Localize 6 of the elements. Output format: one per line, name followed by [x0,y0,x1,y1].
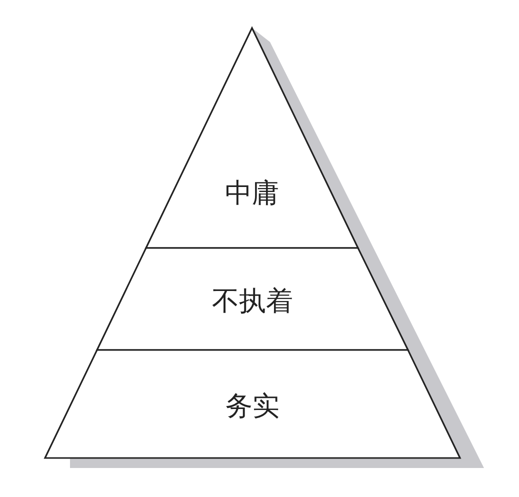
tier-label: 中庸 [225,178,279,210]
pyramid-tier [146,28,358,248]
tier-label: 不执着 [212,286,293,318]
pyramid-tier [45,350,460,458]
pyramid-tier [97,248,408,350]
tier-label: 务实 [226,391,280,423]
